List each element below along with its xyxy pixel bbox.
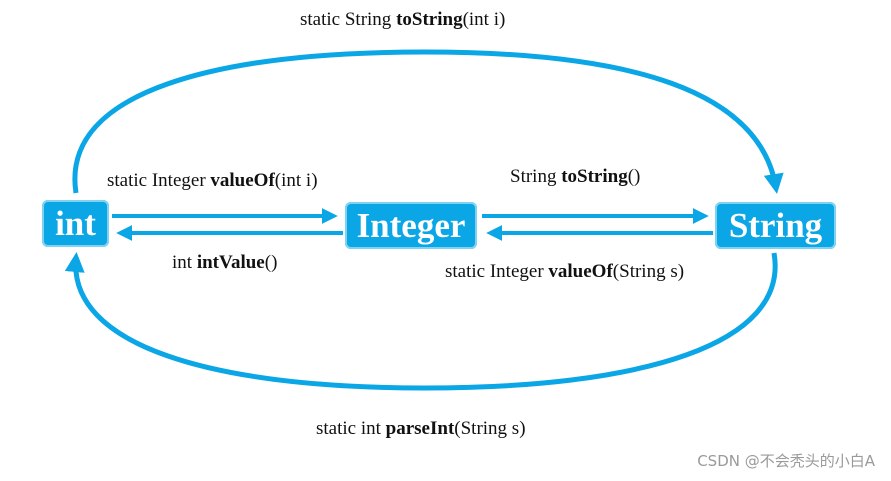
label-string-to-int: static int parseInt(String s) <box>316 418 526 440</box>
label-string-to-integer: static Integer valueOf(String s) <box>445 261 684 283</box>
label-method: intValue <box>196 252 265 273</box>
label-method: parseInt <box>385 418 455 439</box>
arc-int-to-string <box>72 49 784 194</box>
label-method: toString <box>396 9 463 30</box>
label-method: valueOf <box>548 261 613 282</box>
label-pre: String <box>510 166 562 187</box>
node-string: String <box>715 202 836 249</box>
label-pre: int <box>172 252 197 273</box>
label-integer-to-string: String toString() <box>510 166 640 188</box>
arc-string-to-int <box>64 252 778 391</box>
label-post: (int i) <box>462 9 506 30</box>
label-int-to-string: static String toString(int i) <box>300 9 505 31</box>
label-method: toString <box>561 166 628 187</box>
label-pre: static Integer <box>107 170 211 191</box>
label-post: (String s) <box>454 418 526 439</box>
watermark: CSDN @不会秃头的小白A <box>697 452 875 470</box>
label-post: (int i) <box>274 170 318 191</box>
label-pre: static String <box>300 9 397 30</box>
label-post: () <box>264 252 278 273</box>
label-int-to-integer: static Integer valueOf(int i) <box>107 170 318 192</box>
label-pre: static int <box>316 418 386 439</box>
label-pre: static Integer <box>445 261 549 282</box>
label-integer-to-int: int intValue() <box>172 252 277 274</box>
label-post: () <box>627 166 641 187</box>
label-method: valueOf <box>210 170 275 191</box>
node-int: int <box>42 200 109 247</box>
node-integer: Integer <box>345 202 477 249</box>
label-post: (String s) <box>612 261 685 282</box>
